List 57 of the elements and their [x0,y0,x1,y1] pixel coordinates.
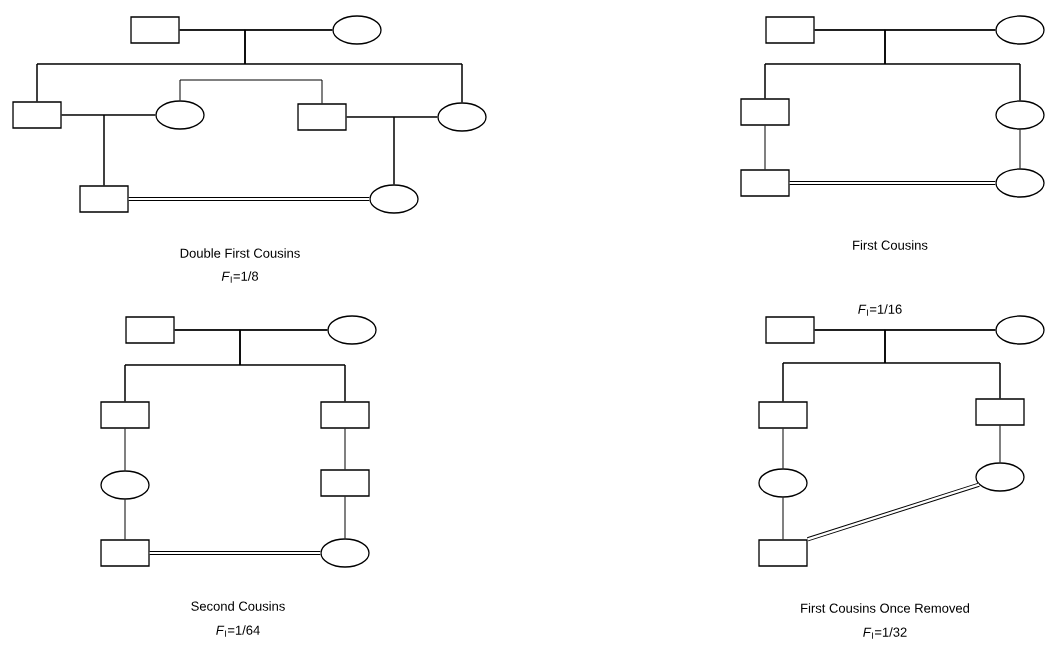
pedigree-square [297,103,347,131]
pedigree-oval [975,462,1025,492]
pedigree-square [758,539,808,567]
pedigree-line [239,329,346,402]
pedigree-line [884,329,1001,399]
pedigree-oval [332,15,382,45]
pedigree-square [12,101,62,129]
coefficient-label: F$_{I}$=1/8 [221,271,259,283]
pedigree-square [125,316,175,344]
pedigree-oval [995,315,1045,345]
pedigree-square [765,316,815,344]
pedigree-square [130,16,180,44]
pedigree-square [320,401,370,429]
pedigree-oval [369,184,419,214]
pedigree-oval [995,100,1045,130]
coefficient-label: F$_{I}$=1/64 [216,625,260,637]
caption-text: Double First Cousins [180,248,300,258]
pedigree-square [100,401,150,429]
pedigree-oval [995,15,1045,45]
pedigree-line [344,428,346,470]
pedigree-oval [995,168,1045,198]
pedigree-line [884,29,1021,101]
coefficient-label: F$_{I}$=1/32 [863,627,907,639]
pedigree-line [179,79,323,104]
caption-text: Second Cousins [191,601,285,611]
double-line [807,482,980,542]
pedigree-square [975,398,1025,426]
pedigree-square [79,185,129,213]
pedigree-oval [437,102,487,132]
pedigree-square [100,539,150,567]
pedigree-square [320,469,370,497]
coefficient-label: F$_{I}$=1/16 [858,304,902,316]
pedigree-line [103,114,156,186]
pedigree-line [393,116,438,185]
caption-text: First Cousins [853,240,928,250]
pedigree-oval [100,470,150,500]
pedigree-oval [327,315,377,345]
pedigree-oval [320,538,370,568]
pedigree-oval [155,100,205,130]
pedigree-oval [758,468,808,498]
pedigree-line [244,29,463,103]
double-line [128,196,370,202]
pedigree-line [782,428,784,469]
pedigree-square [740,169,790,197]
pedigree-line [999,425,1001,463]
pedigree-square [758,401,808,429]
caption-text: First Cousins Once Removed [801,603,970,613]
double-line [149,550,321,556]
pedigree-line [764,125,766,170]
pedigree-square [740,98,790,126]
double-line [789,180,996,186]
pedigree-line [1019,129,1021,169]
pedigree-square [765,16,815,44]
pedigree-line [344,496,346,539]
pedigree-line [124,499,126,540]
pedigree-line [782,497,784,540]
pedigree-line [124,428,126,471]
